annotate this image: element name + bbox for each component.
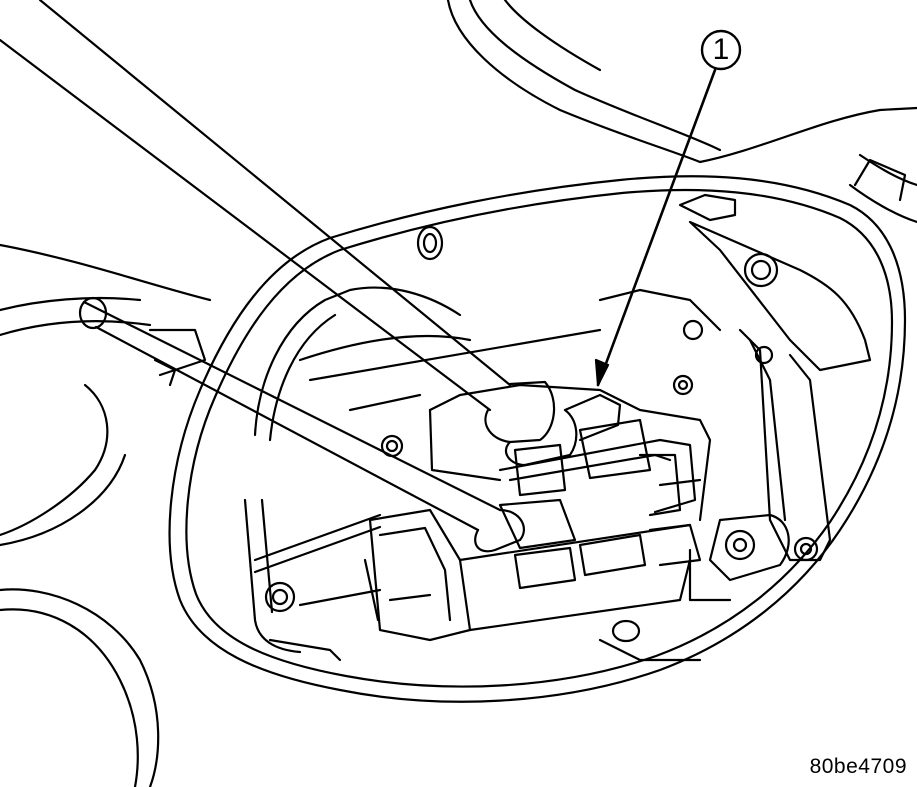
callout-1-circle (702, 31, 740, 69)
console-bezel (170, 176, 905, 701)
shifter-housing (245, 288, 817, 660)
tool-shaft-upper (0, 0, 620, 465)
callout-1-leader (596, 31, 740, 385)
tool-shaft-lower (80, 298, 524, 551)
callout-1-arrowhead (596, 360, 608, 385)
shift-lock-bracket (680, 195, 870, 600)
shifter-mechanism (365, 385, 710, 640)
figure-code: 80be4709 (809, 755, 907, 778)
callout-1-number: 1 (712, 33, 730, 66)
